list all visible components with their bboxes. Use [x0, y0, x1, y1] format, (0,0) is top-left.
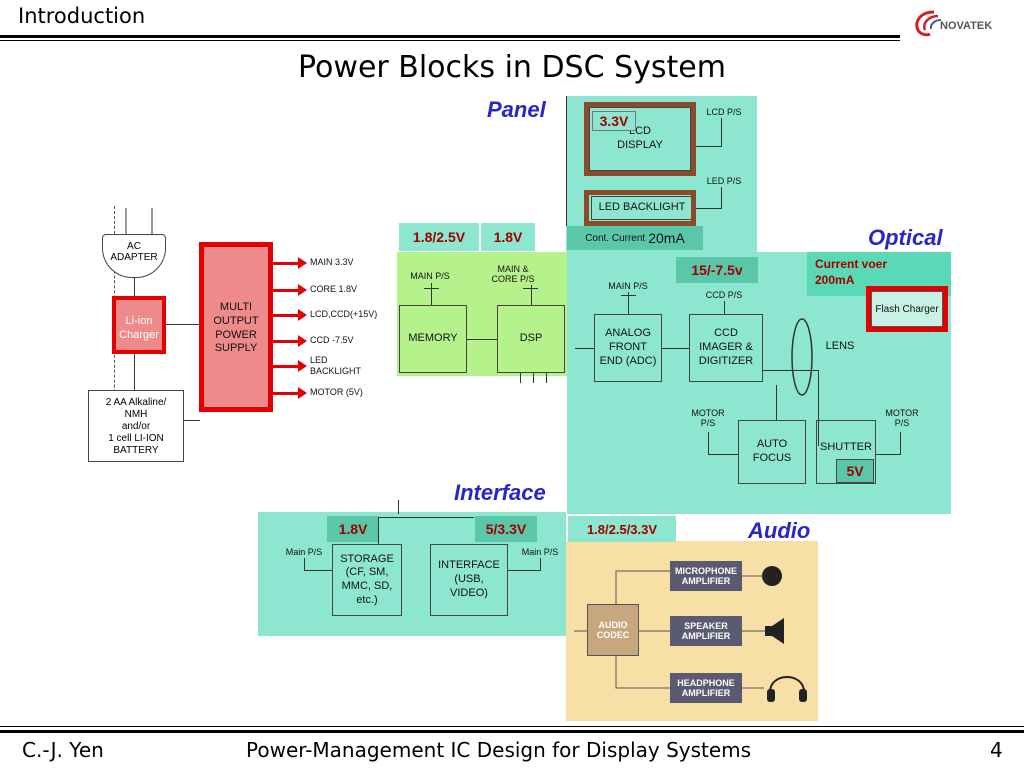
rail-5: LED BACKLIGHT: [310, 355, 362, 376]
hp-amp-box: HEADPHONE AMPLIFIER: [670, 673, 742, 703]
dsp-main-core-ps: MAIN & CORE P/S: [491, 264, 535, 285]
footer-rule-thin: [0, 726, 1024, 727]
lcd-display-box: LCD DISPLAY: [589, 107, 691, 171]
cont-current-label: Cont. Current: [585, 232, 646, 244]
led-ps-label: LED P/S: [706, 176, 742, 186]
rail-arrow-4: [273, 335, 307, 347]
speaker-icon: [765, 618, 784, 644]
core-v1-badge: 1.8/2.5V: [399, 223, 479, 251]
label-interface: Interface: [454, 480, 546, 505]
ccd-imager-box: CCD IMAGER & DIGITIZER: [689, 314, 763, 382]
audio-v-badge: 1.8/2.5/3.3V: [568, 516, 676, 542]
footer-rule-thick: [0, 730, 1024, 733]
mic-amp-box: MICROPHONE AMPLIFIER: [670, 561, 742, 591]
rail-1: MAIN 3.3V: [310, 257, 354, 267]
shutter-motor-ps: MOTOR P/S: [885, 408, 919, 429]
multi-output-supply: MULTI OUTPUT POWER SUPPLY: [199, 242, 273, 412]
rail-6: MOTOR (5V): [310, 387, 363, 397]
af-motor-ps: MOTOR P/S: [691, 408, 725, 429]
afe-box: ANALOG FRONT END (ADC): [594, 314, 662, 382]
section-title: Introduction: [18, 4, 146, 28]
headphone-icon: [767, 676, 807, 702]
microphone-icon: [762, 566, 782, 586]
auto-focus-box: AUTO FOCUS: [738, 420, 806, 484]
rail-arrow-2: [273, 284, 307, 296]
dsp-box: DSP: [497, 305, 565, 373]
lens-icon: [791, 318, 813, 396]
logo-text: NOVATEK: [940, 20, 993, 32]
label-panel: Panel: [487, 97, 546, 122]
battery-box: 2 AA Alkaline/ NMH and/or 1 cell LI-ION …: [88, 390, 184, 462]
memory-box: MEMORY: [399, 305, 467, 373]
interface-box: INTERFACE (USB, VIDEO): [430, 544, 508, 616]
rail-4: CCD -7.5V: [310, 335, 354, 345]
cont-current-badge: Cont. Current 20mA: [567, 226, 703, 250]
spk-amp-box: SPEAKER AMPLIFIER: [670, 616, 742, 646]
shutter-box: SHUTTER: [816, 420, 876, 484]
logo-swirl-icon: [915, 10, 942, 37]
ac-adapter: AC ADAPTER: [102, 234, 166, 278]
rail-3: LCD,CCD(+15V): [310, 309, 378, 319]
ac-plug-icon: [125, 208, 153, 236]
interface-v1-badge: 1.8V: [327, 516, 379, 542]
header-rule-thick: [0, 35, 900, 38]
core-region: [397, 252, 567, 376]
footer-page-number: 4: [990, 738, 1003, 762]
shutter-label: SHUTTER: [820, 441, 872, 453]
novatek-logo: NOVATEK: [908, 8, 1018, 38]
lens-label: LENS: [825, 340, 855, 352]
iface-main-ps: Main P/S: [521, 547, 559, 557]
rail-arrow-5: [273, 360, 307, 372]
rail-arrow-1: [273, 257, 307, 269]
flash-charger-highlight: [866, 286, 948, 332]
header-rule-thin: [0, 40, 900, 41]
footer-author: C.-J. Yen: [22, 738, 104, 762]
cont-current-value: 20mA: [648, 230, 685, 246]
shutter-5v-badge: 5V: [836, 459, 874, 483]
panel-3v3-badge: 3.3V: [592, 111, 636, 131]
storage-main-ps: Main P/S: [285, 547, 323, 557]
li-ion-charger: Li-ion Charger: [112, 296, 166, 354]
led-backlight-highlight: [584, 190, 696, 226]
interface-v2-badge: 5/3.3V: [475, 516, 537, 542]
storage-box: STORAGE (CF, SM, MMC, SD, etc.): [332, 544, 402, 616]
audio-codec-box: AUDIO CODEC: [587, 604, 639, 656]
rail-arrow-6: [273, 387, 307, 399]
label-optical: Optical: [868, 225, 943, 250]
memory-main-ps: MAIN P/S: [410, 271, 450, 281]
lcd-ps-label: LCD P/S: [706, 107, 742, 117]
label-audio: Audio: [748, 518, 811, 543]
ccd-ps-label: CCD P/S: [705, 290, 743, 300]
rail-arrow-3: [273, 309, 307, 321]
optical-v-badge: 15/-7.5v: [676, 257, 758, 283]
footer-course: Power-Management IC Design for Display S…: [246, 738, 752, 762]
slide-title: Power Blocks in DSC System: [298, 50, 726, 85]
lcd-highlight: [584, 102, 696, 176]
audio-wiring: [574, 570, 766, 689]
rail-2: CORE 1.8V: [310, 284, 358, 294]
flash-charger-box: Flash Charger: [871, 291, 943, 327]
core-v2-badge: 1.8V: [481, 223, 535, 251]
afe-main-ps: MAIN P/S: [608, 281, 648, 291]
